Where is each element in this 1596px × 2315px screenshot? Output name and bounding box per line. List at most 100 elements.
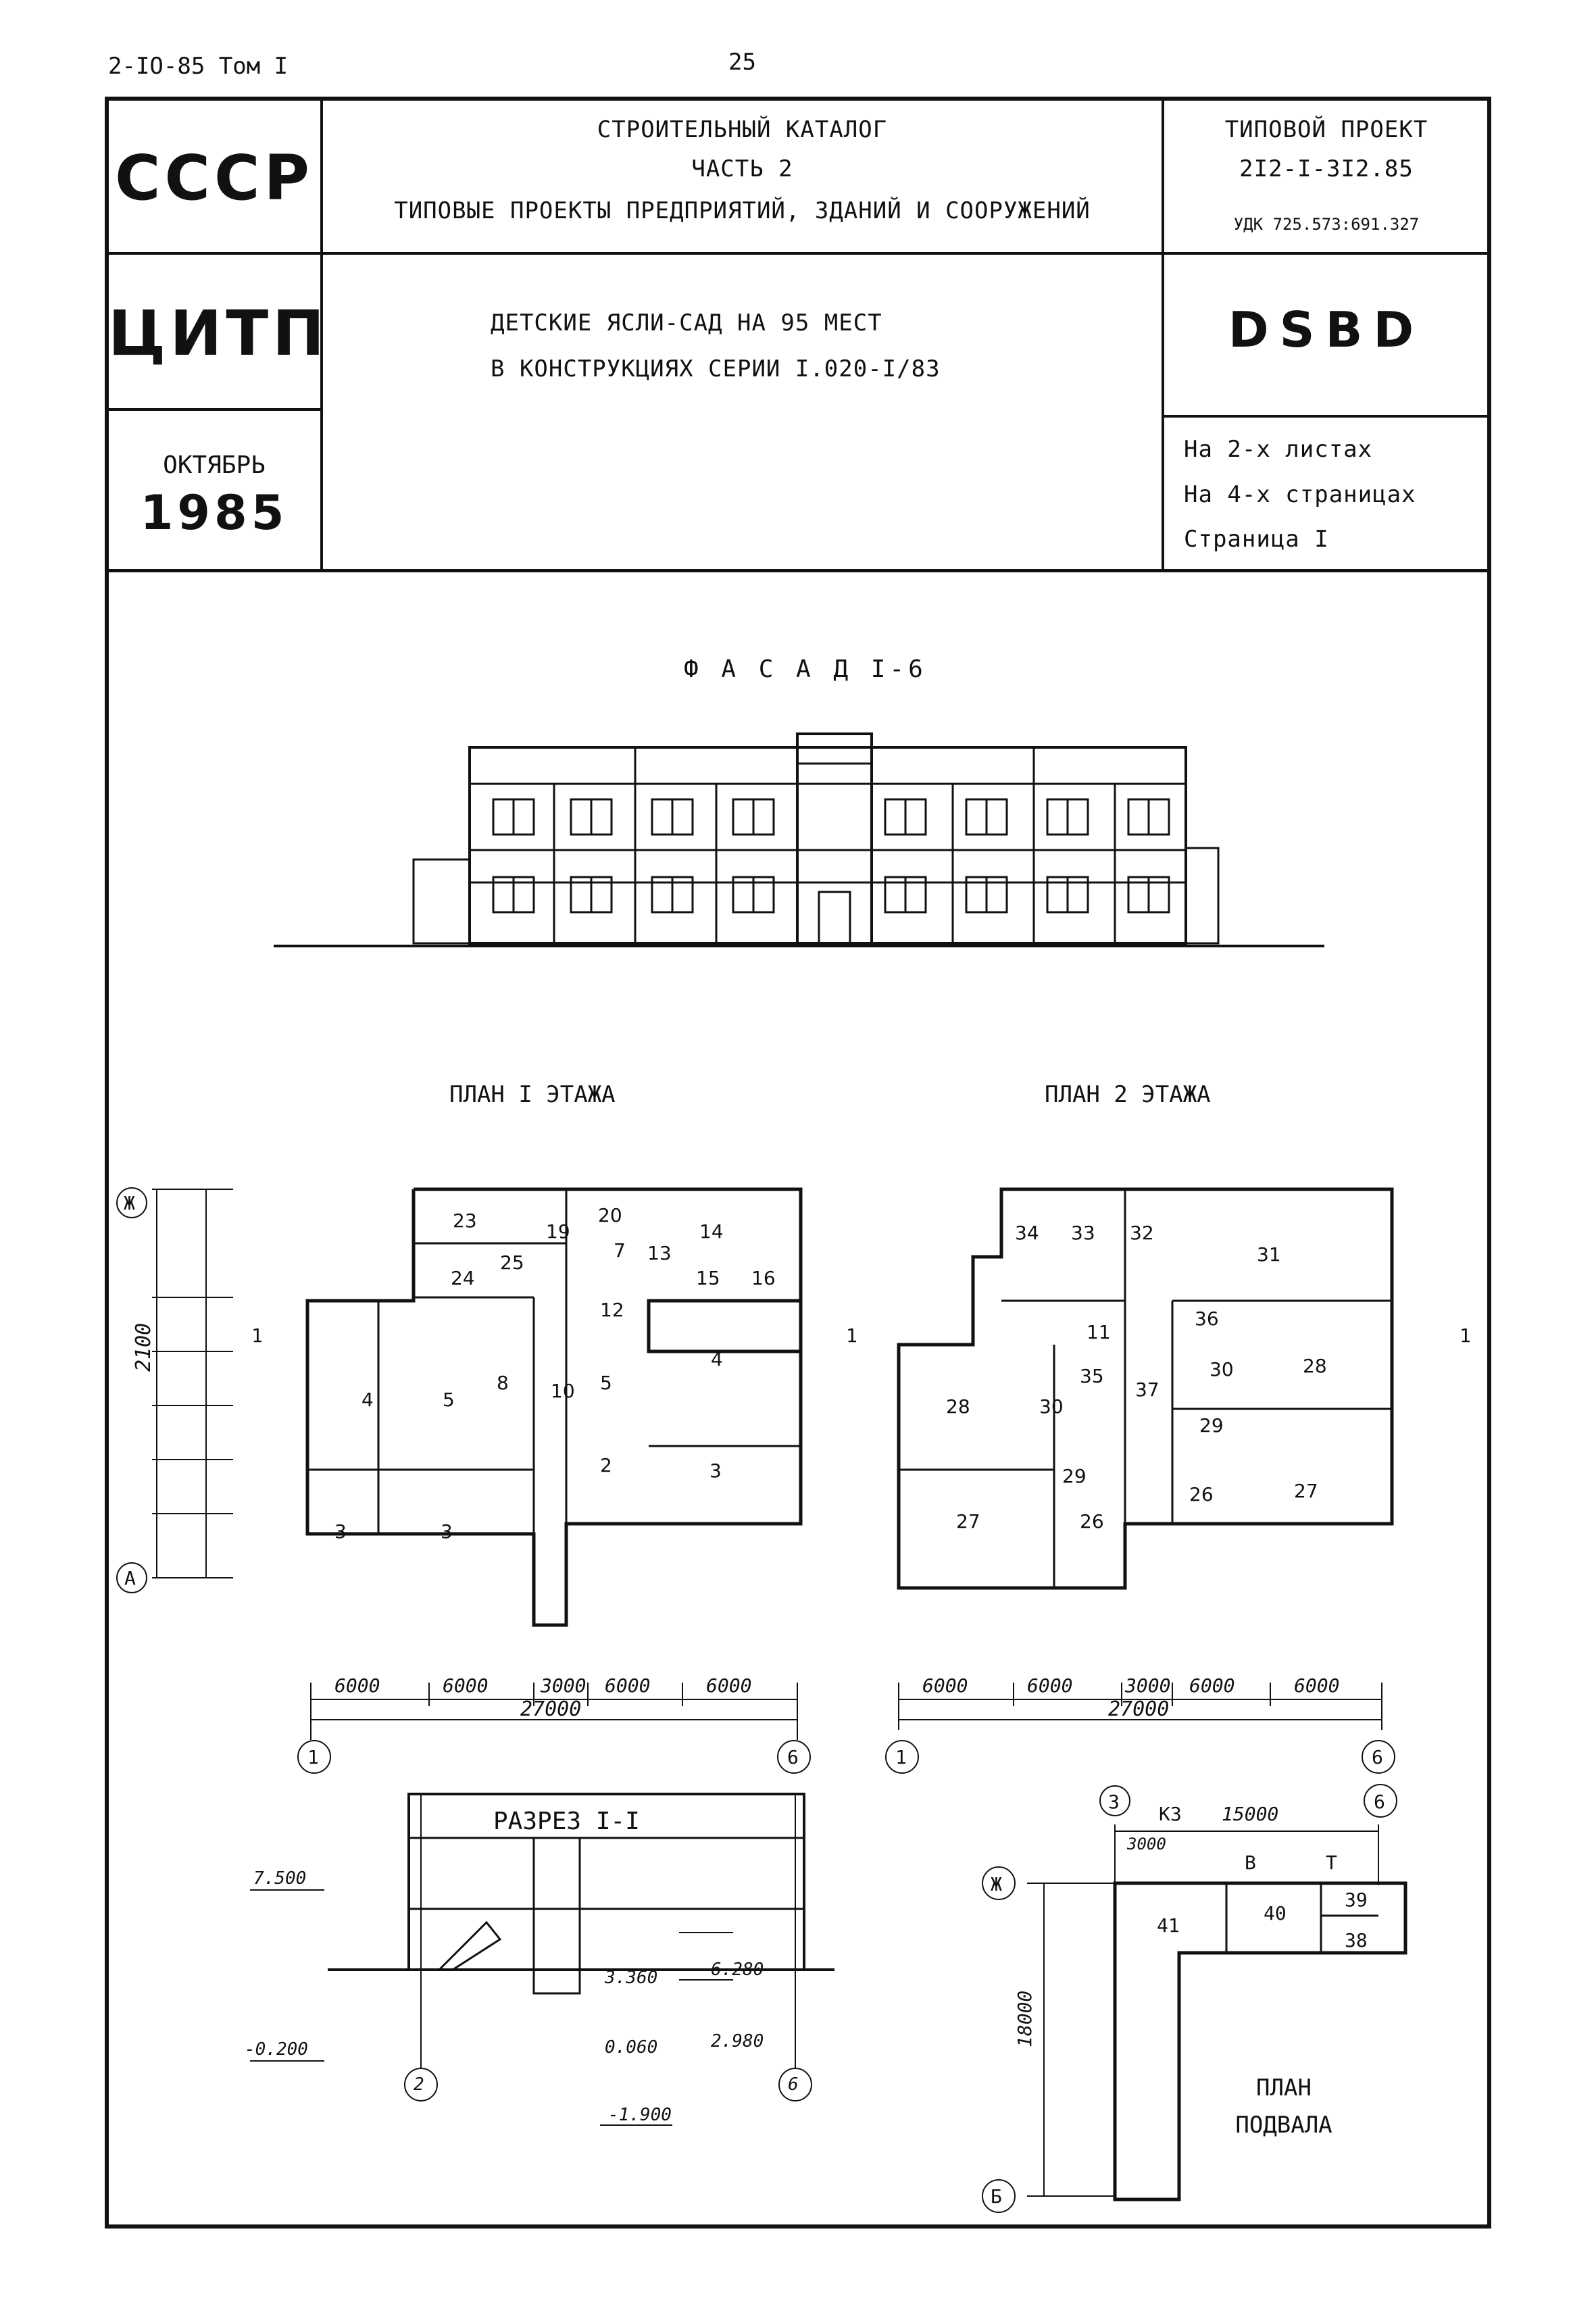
- room-number: 3: [334, 1520, 347, 1543]
- room-number: 35: [1080, 1365, 1104, 1387]
- room-number: 34: [1015, 1222, 1039, 1244]
- room-number: 5: [600, 1372, 612, 1394]
- dim-label: 6000: [334, 1674, 380, 1697]
- room-number: 3: [709, 1460, 722, 1482]
- basement-mark: КЗ: [1159, 1803, 1182, 1825]
- project-label: ТИПОВОЙ ПРОЕКТ: [1224, 116, 1428, 143]
- axis-label: 2: [414, 2074, 424, 2095]
- room-number: 3: [441, 1520, 453, 1543]
- issue-month: ОКТЯБРЬ: [163, 451, 266, 479]
- room-number: 19: [546, 1220, 570, 1243]
- elevation-mark: -0.200: [245, 2039, 308, 2060]
- room-number: 10: [551, 1380, 575, 1402]
- page-number: 25: [728, 49, 756, 76]
- room-number: 28: [1303, 1355, 1327, 1377]
- dim-label: 18000: [1014, 1990, 1036, 2047]
- catalog-code: DSBD: [1228, 301, 1425, 358]
- room-number: 4: [361, 1389, 374, 1411]
- basement-title-2: ПОДВАЛА: [1235, 2112, 1332, 2139]
- org-ussr: СССР: [115, 142, 314, 214]
- axis-label: А: [124, 1567, 136, 1589]
- room-number: 36: [1195, 1308, 1219, 1330]
- room-number: 39: [1345, 1889, 1368, 1911]
- axis-label: 3: [1108, 1791, 1120, 1813]
- document-reference: 2-IO-85 Том I: [108, 53, 289, 80]
- dim-label: 3000: [1125, 1674, 1171, 1697]
- room-number: 5: [443, 1389, 455, 1411]
- catalog-line-2: ЧАСТЬ 2: [691, 155, 793, 182]
- plan-2-title: ПЛАН 2 ЭТАЖА: [1045, 1081, 1211, 1108]
- room-number: 30: [1039, 1395, 1064, 1418]
- room-number: 16: [751, 1267, 776, 1289]
- project-title-line-2: В КОНСТРУКЦИЯХ СЕРИИ I.020-I/83: [491, 355, 941, 382]
- section-title: РАЗРЕЗ I-I: [493, 1808, 640, 1835]
- udk-code: УДК 725.573:691.327: [1233, 215, 1420, 234]
- axis-label: 6: [1374, 1791, 1385, 1813]
- room-number: 33: [1071, 1222, 1095, 1244]
- room-number: 31: [1257, 1243, 1281, 1266]
- issue-year: 1985: [140, 485, 289, 541]
- room-number: 23: [453, 1210, 477, 1232]
- room-number: 25: [500, 1251, 524, 1274]
- room-number: 7: [614, 1239, 626, 1262]
- room-number: 41: [1157, 1914, 1180, 1937]
- axis-label: Б: [991, 2185, 1002, 2208]
- project-number: 2I2-I-3I2.85: [1239, 155, 1414, 182]
- room-number: 26: [1080, 1510, 1104, 1533]
- dim-label: 6000: [443, 1674, 489, 1697]
- dim-label: 6000: [1027, 1674, 1073, 1697]
- elevation-mark: -1.900: [608, 2105, 672, 2125]
- plan-1-drawing: [305, 1187, 803, 1627]
- room-number: 26: [1189, 1483, 1214, 1505]
- vertical-dim-label: 2100: [132, 1322, 155, 1372]
- org-citp: ЦИТП: [108, 297, 329, 370]
- room-number: 27: [956, 1510, 980, 1533]
- room-number: 2: [600, 1454, 612, 1476]
- dim-label: 3000: [541, 1674, 587, 1697]
- catalog-line-3: ТИПОВЫЕ ПРОЕКТЫ ПРЕДПРИЯТИЙ, ЗДАНИЙ И СО…: [394, 197, 1091, 224]
- section-drawing: [250, 1793, 834, 2126]
- room-number: 13: [647, 1242, 672, 1264]
- room-number: 20: [598, 1204, 622, 1226]
- dim-label: 6000: [605, 1674, 651, 1697]
- facade-drawing: [274, 732, 1324, 947]
- total-dim-label: 27000: [520, 1697, 582, 1721]
- room-number: 29: [1062, 1465, 1087, 1487]
- plan-2-drawing: [897, 1187, 1394, 1590]
- room-number: 30: [1210, 1358, 1234, 1380]
- axis-label: 1: [307, 1746, 319, 1768]
- dim-label: 6000: [1189, 1674, 1235, 1697]
- dim-label: 6000: [706, 1674, 752, 1697]
- project-title-line-1: ДЕТСКИЕ ЯСЛИ-САД НА 95 МЕСТ: [491, 309, 882, 337]
- basement-mark: В: [1245, 1851, 1256, 1874]
- elevation-mark: 3.360: [605, 1968, 658, 1988]
- elevation-mark: 2.980: [711, 2031, 764, 2051]
- room-number: 12: [600, 1299, 624, 1321]
- axis-label: 6: [1372, 1746, 1383, 1768]
- facade-title: Ф А С А Д I-6: [684, 655, 927, 683]
- page-count: На 4-х страницах: [1184, 481, 1416, 508]
- room-number: 24: [451, 1267, 475, 1289]
- sheet-count: На 2-х листах: [1184, 436, 1373, 463]
- room-number: 4: [711, 1348, 723, 1370]
- axis-label: 6: [788, 2074, 799, 2095]
- axis-label: Ж: [124, 1192, 135, 1214]
- total-dim-label: 27000: [1108, 1697, 1170, 1721]
- room-number: 15: [696, 1267, 720, 1289]
- catalog-line-1: СТРОИТЕЛЬНЫЙ КАТАЛОГ: [597, 116, 888, 143]
- cut-mark: 1: [251, 1324, 263, 1347]
- room-number: 40: [1264, 1902, 1287, 1924]
- basement-drawing: [982, 1784, 1407, 2213]
- room-number: 37: [1135, 1378, 1159, 1401]
- basement-title-1: ПЛАН: [1256, 2074, 1312, 2101]
- elevation-mark: 0.060: [605, 2037, 658, 2058]
- room-number: 29: [1199, 1414, 1224, 1437]
- room-number: 38: [1345, 1929, 1368, 1951]
- room-number: 27: [1294, 1480, 1318, 1502]
- cut-mark: 1: [846, 1324, 857, 1347]
- elevation-mark: 6.280: [711, 1960, 764, 1980]
- room-number: 14: [699, 1220, 724, 1243]
- cut-mark: 1: [1460, 1324, 1471, 1347]
- plan-dim-chains: [297, 1683, 1395, 1774]
